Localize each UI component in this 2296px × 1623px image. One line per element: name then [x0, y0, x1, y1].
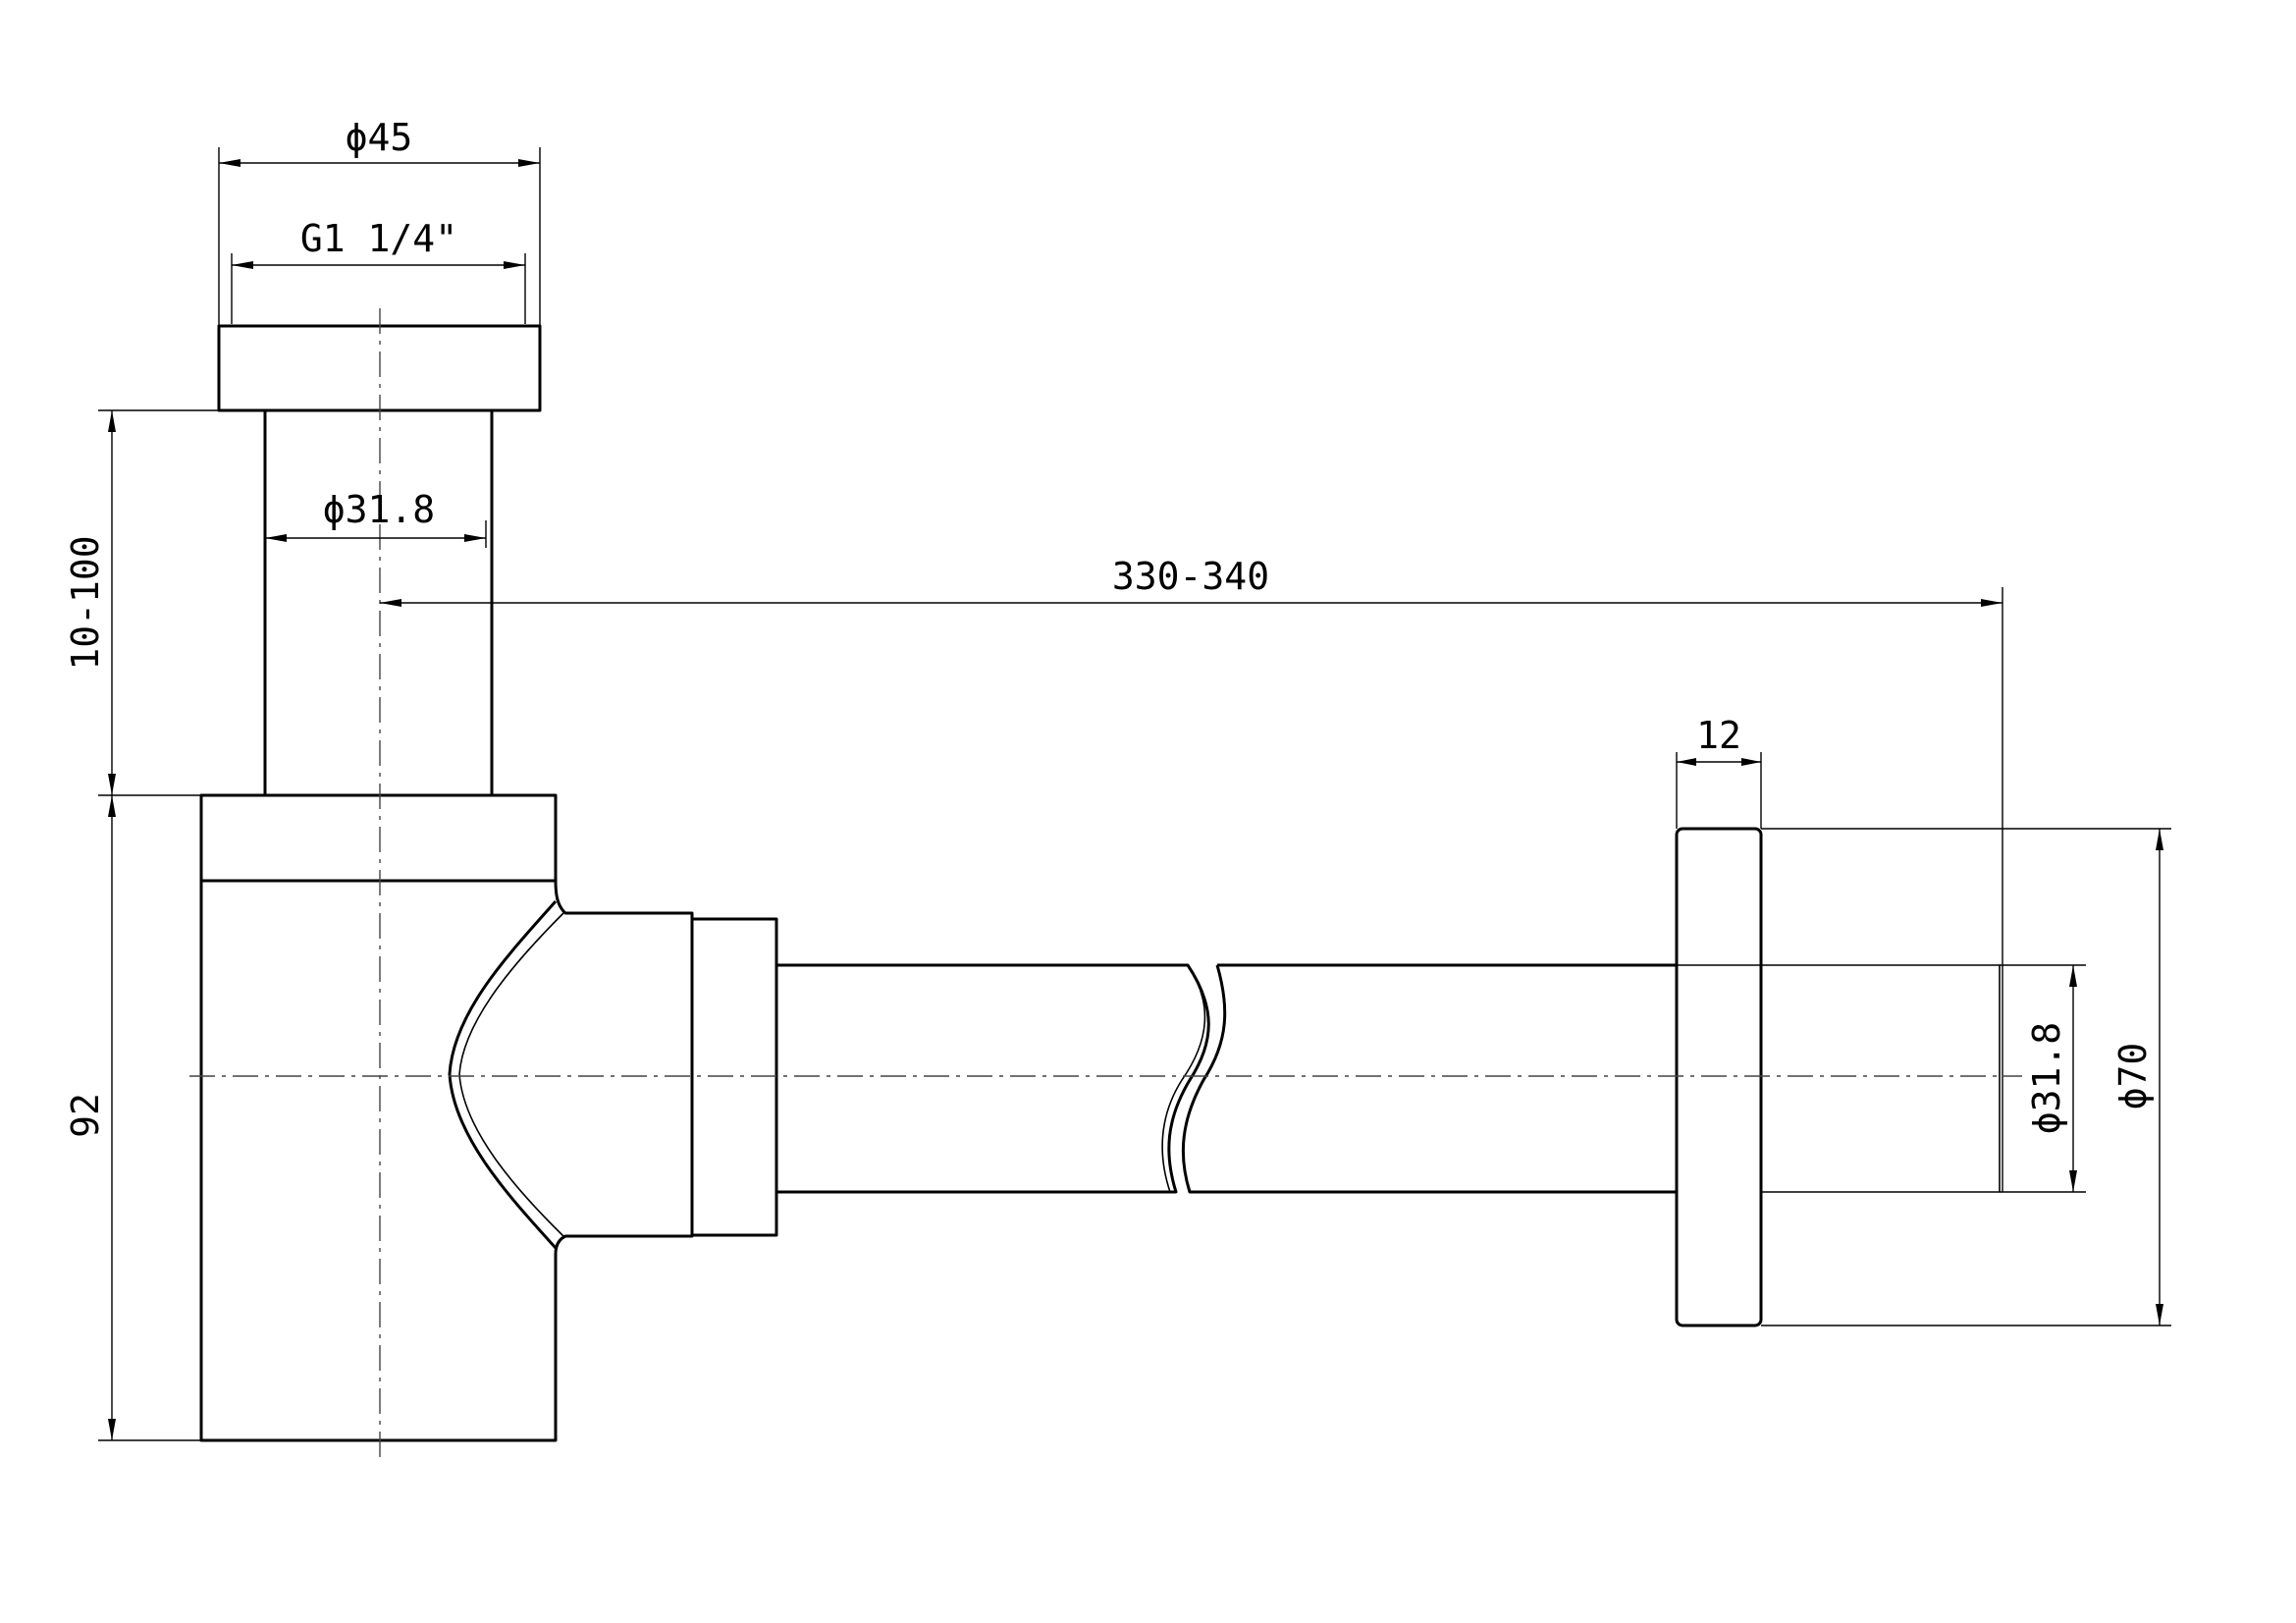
outlet-diameter-label: ϕ31.8 — [2025, 1022, 2068, 1134]
dimension-rosette-diameter: ϕ70 — [1761, 828, 2171, 1326]
dimension-flange-diameter: ϕ45 — [218, 116, 541, 326]
center-lines — [189, 308, 2022, 1458]
outlet-tube — [776, 963, 2001, 1194]
dimension-tailpiece-height: 10-100 — [64, 409, 265, 796]
tailpiece-height-label: 10-100 — [64, 535, 107, 670]
wall-distance-label: 330-340 — [1112, 555, 1269, 598]
flange-diameter-label: ϕ45 — [346, 116, 413, 159]
dimension-tailpiece-diameter: ϕ31.8 — [265, 488, 487, 548]
thread-label: G1 1/4" — [300, 217, 457, 260]
dimension-body-height: 92 — [64, 795, 201, 1441]
body-height-label: 92 — [64, 1093, 107, 1138]
dimension-wall-distance: 330-340 — [380, 555, 2003, 1192]
rosette-diameter-label: ϕ70 — [2111, 1043, 2155, 1110]
tailpiece-diameter-label: ϕ31.8 — [323, 488, 435, 531]
dimension-outlet-diameter: ϕ31.8 — [2000, 964, 2086, 1193]
trap-body — [199, 793, 694, 1442]
wall-rosette — [1675, 827, 1763, 1327]
dimension-rosette-thickness: 12 — [1676, 714, 1762, 829]
dimension-thread: G1 1/4" — [231, 217, 526, 324]
outlet-nut — [690, 917, 778, 1237]
rosette-thickness-label: 12 — [1696, 714, 1741, 757]
